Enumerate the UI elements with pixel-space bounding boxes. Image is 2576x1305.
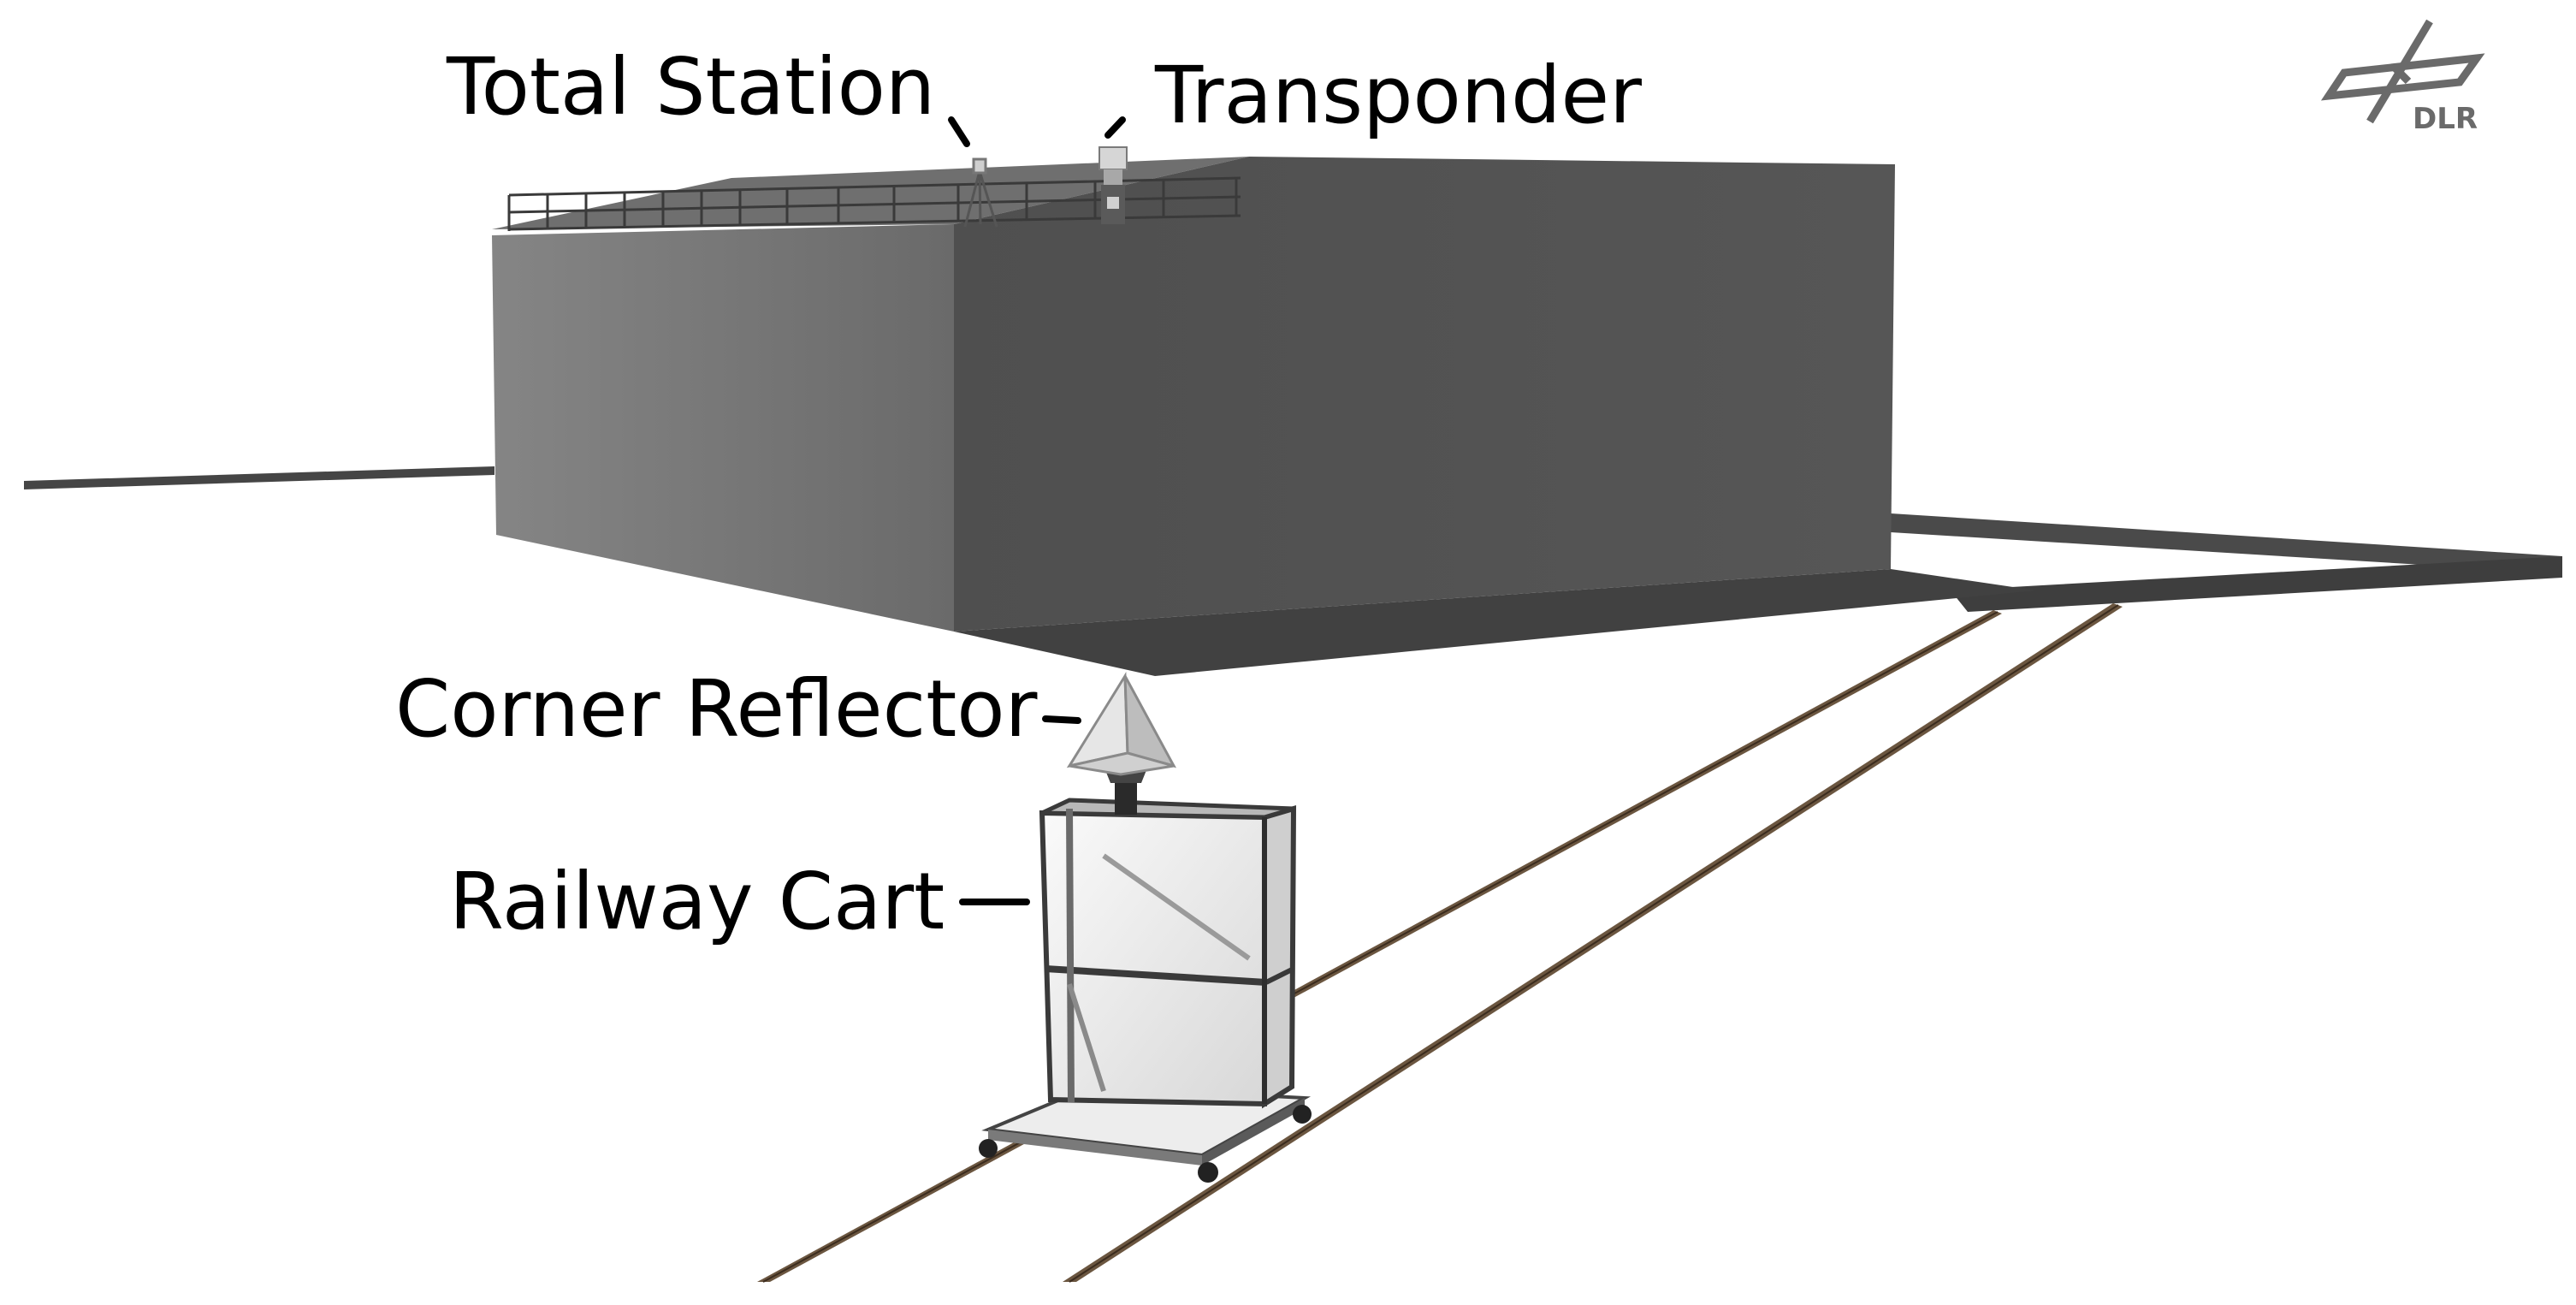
railway-cart (979, 671, 1312, 1183)
label-corner-reflector: Corner Reflector (395, 663, 1038, 755)
leader-total-station (948, 116, 970, 147)
cart-frame-side (1262, 804, 1297, 1109)
building-shadow (954, 569, 2036, 676)
ground-beams (24, 466, 2562, 612)
cart-wheel (1198, 1162, 1218, 1183)
cart-wheel (979, 1139, 998, 1158)
dlr-logo-icon (2320, 19, 2485, 124)
leader-lines (948, 116, 1126, 905)
corner-reflector-device (1066, 671, 1177, 776)
label-railway-cart: Railway Cart (449, 856, 945, 947)
reflector-mount (1115, 779, 1137, 815)
cart-frame-panel (1039, 810, 1267, 1107)
roof-railing (507, 176, 1241, 231)
cart-wheel (1293, 1105, 1312, 1124)
building-front-face (954, 157, 1895, 632)
label-transponder: Transponder (1154, 50, 1642, 141)
label-total-station: Total Station (446, 41, 935, 133)
leader-corner-reflector (1042, 715, 1081, 724)
dlr-logo-text: DLR (2413, 102, 2478, 136)
building-roof-edge (492, 157, 1249, 229)
leader-transponder (1104, 116, 1126, 139)
building-side-face (492, 224, 954, 632)
total-station-device (963, 157, 998, 228)
transponder-device (1099, 146, 1128, 224)
building (492, 146, 2036, 676)
